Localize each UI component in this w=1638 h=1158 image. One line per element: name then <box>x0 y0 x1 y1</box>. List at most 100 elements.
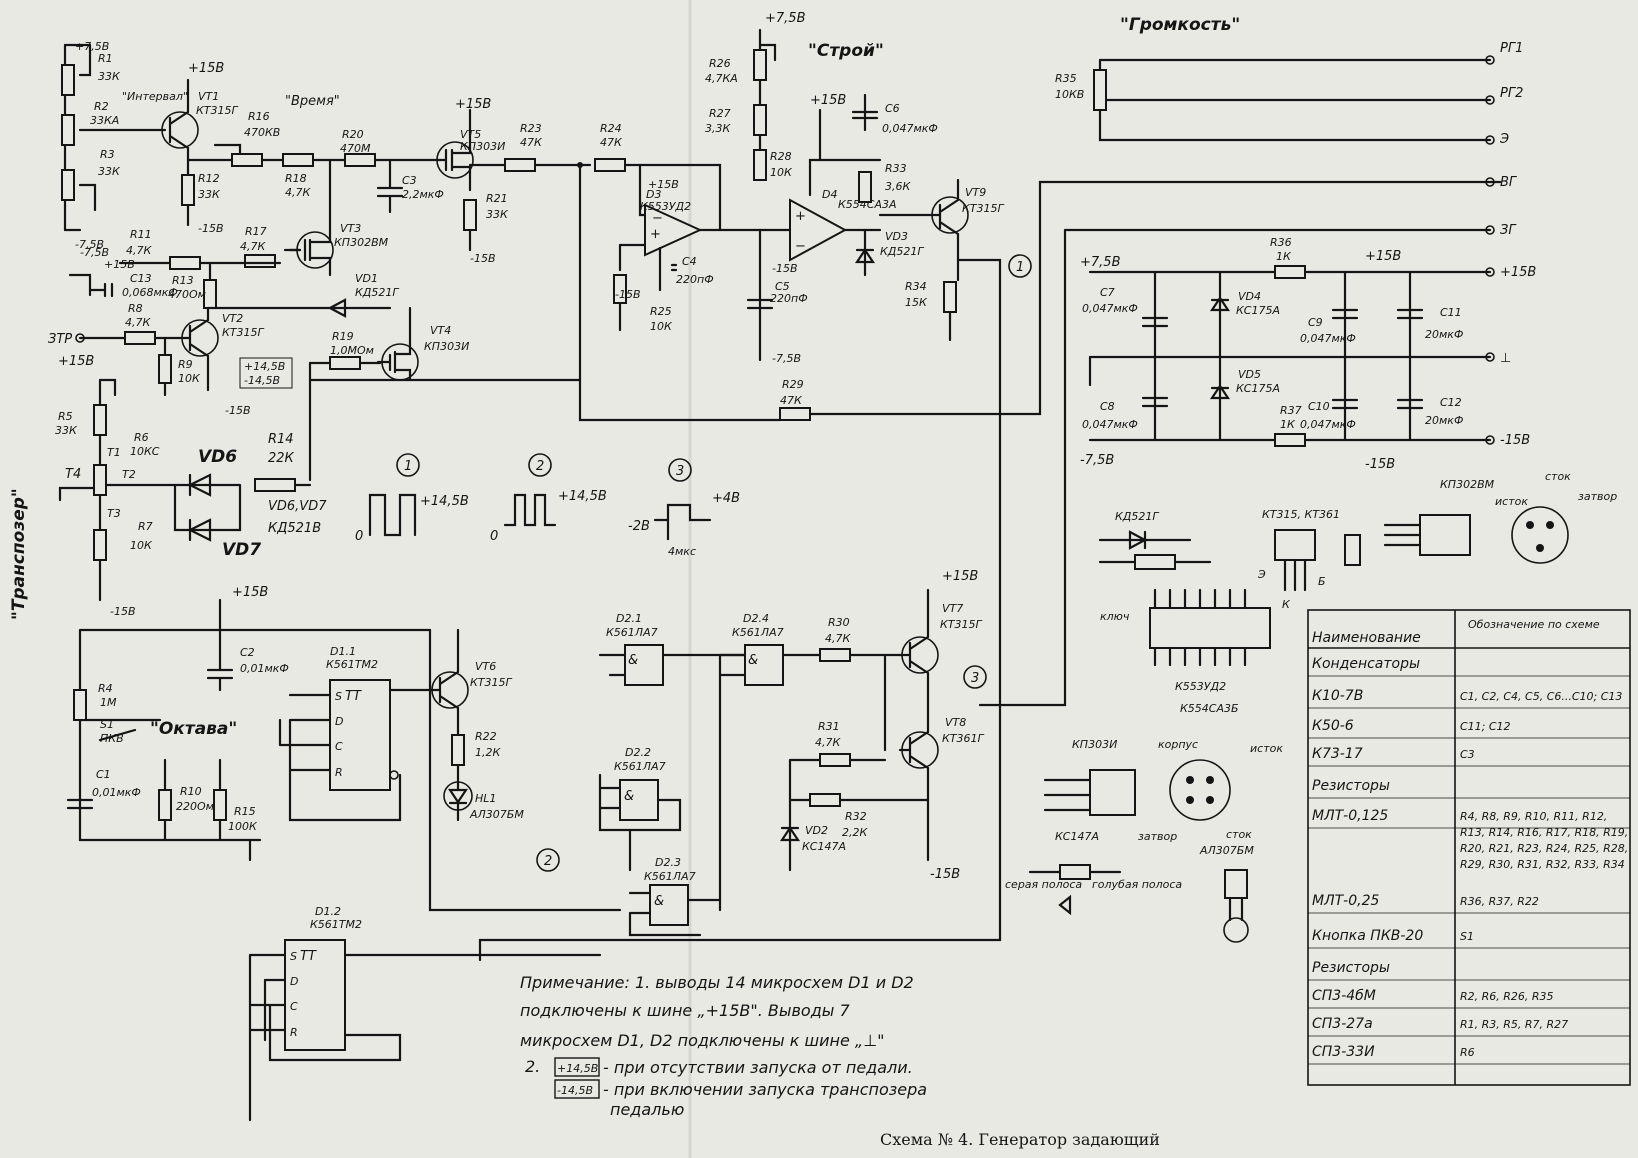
vd4-type: КС175А <box>1236 304 1280 317</box>
table-row-refs: R4, R8, R9, R10, R11, R12,R13, R14, R16,… <box>1460 810 1628 871</box>
note-line6: педалью <box>610 1100 684 1119</box>
r13-val: 470Ом <box>168 288 206 301</box>
vt2-stage: R11 4,7К -7,5В R13 470Ом +15В C13 0,068м… <box>48 228 293 417</box>
r25-val: 10К <box>650 320 673 333</box>
r18-val: 4,7К <box>285 186 311 199</box>
hl1-ref: HL1 <box>475 792 496 805</box>
d24-and: & <box>748 653 758 668</box>
r8-val: 4,7К <box>125 316 151 329</box>
out-zg: ЗГ <box>1500 223 1517 238</box>
d11-d: D <box>335 715 343 728</box>
vt6-ref: VT6 <box>475 660 496 673</box>
r2-val: 33КА <box>90 114 119 127</box>
c11-val: 20мкФ <box>1425 328 1463 341</box>
pkg-kp302: КП302ВМ <box>1440 478 1495 491</box>
d24-type: К561ЛА7 <box>732 626 784 639</box>
c1-val: 0,01мкФ <box>92 786 141 799</box>
c1-ref: C1 <box>96 768 111 781</box>
vt4-ref: VT4 <box>430 324 451 337</box>
vd5-type: КС175А <box>1236 382 1280 395</box>
vt8-type: КТ361Г <box>942 732 985 745</box>
d21-ref: D2.1 <box>616 612 642 625</box>
r25-ref: R25 <box>650 305 672 318</box>
table-row-name: СП3-27а <box>1312 1016 1373 1032</box>
pkg-al307: АЛ307БМ <box>1199 844 1254 857</box>
r23-val: 47К <box>520 136 543 149</box>
transposer-block: +15В R5 33К R6 10КС R7 10К T1 T2 T3 Т4 -… <box>9 354 327 620</box>
d11-type: К561ТМ2 <box>326 658 378 671</box>
d12-d: D <box>290 975 298 988</box>
vd6-label: VD6 <box>198 447 237 467</box>
table-row-name: К10-7В <box>1312 688 1363 704</box>
r11-val: 4,7К <box>126 244 152 257</box>
p15-trans: +15В <box>58 354 94 369</box>
table-row-refs: C1, C2, C4, C5, C6...C10; C13 <box>1460 690 1622 703</box>
table-row-refs: S1 <box>1460 930 1474 943</box>
r22-ref: R22 <box>475 730 497 743</box>
ps-p75: +7,5В <box>1080 255 1121 270</box>
r36-val: 1К <box>1276 250 1292 263</box>
table-row-name: МЛТ-0,125 <box>1312 808 1388 824</box>
d3-type: К553УД2 <box>640 200 691 213</box>
table-row-name: СП3-4бМ <box>1312 988 1376 1004</box>
c7-ref: C7 <box>1100 286 1115 299</box>
r22-val: 1,2К <box>475 746 501 759</box>
d4-ref: D4 <box>822 188 837 201</box>
note-block: Примечание: 1. выводы 14 микросхем D1 и … <box>520 973 927 1119</box>
r21-ref: R21 <box>486 192 508 205</box>
vd67-type: КД521В <box>268 521 321 536</box>
out-rg1: РГ1 <box>1500 41 1523 56</box>
r7-ref: R7 <box>138 520 153 533</box>
r33-ref: R33 <box>885 162 907 175</box>
p75-top: +7,5В <box>75 40 109 53</box>
vt5-rail: +15В <box>455 97 491 112</box>
vt1-stage: +15В VT1 КТ315Г -15В R16 470КВ "Время" R… <box>161 61 340 235</box>
c9-ref: C9 <box>1308 316 1323 329</box>
c13-rail: +15В <box>104 258 135 271</box>
ps-m75: -7,5В <box>1080 453 1114 468</box>
r5-ref: R5 <box>58 410 73 423</box>
c6-ref: C6 <box>885 102 900 115</box>
c5-val: 220пФ <box>770 292 808 305</box>
c10-val: 0,047мкФ <box>1300 418 1356 431</box>
wf1-zero: 0 <box>355 529 363 544</box>
out-gnd: ⊥ <box>1500 351 1511 366</box>
r9-val: 10К <box>178 372 201 385</box>
pkg-kc147: КС147А <box>1055 830 1099 843</box>
pkg-kp303-body: корпус <box>1158 738 1198 751</box>
table-row-name: К73-17 <box>1312 746 1363 762</box>
interval-block: R1 33К R2 33КА "Интервал" R3 33К +7,5В -… <box>61 40 188 251</box>
d11-ref: D1.1 <box>330 645 356 658</box>
note-line3: микросхем D1, D2 подключены к шине „⊥" <box>520 1031 885 1050</box>
vd1-type: КД521Г <box>355 286 399 299</box>
r18-ref: R18 <box>285 172 307 185</box>
d4-rail: +15В <box>810 93 846 108</box>
note-line1: Примечание: 1. выводы 14 микросхем D1 и … <box>520 973 914 992</box>
m75-tune: -7,5В <box>772 352 801 365</box>
d4-m15: -15В <box>772 262 798 275</box>
table-header-name: Наименование <box>1312 630 1421 646</box>
d4-minus: − <box>795 239 806 254</box>
r17-val: 4,7К <box>240 240 266 253</box>
out-e: Э <box>1499 132 1509 147</box>
r19-ref: R19 <box>332 330 354 343</box>
wf2-num: 2 <box>536 459 544 474</box>
r2-ref: R2 <box>94 100 109 113</box>
d12-type: К561ТМ2 <box>310 918 362 931</box>
vd2-ref: VD2 <box>805 824 828 837</box>
pkg-b: Б <box>1318 575 1326 588</box>
r12-ref: R12 <box>198 172 220 185</box>
wf3-width: 4мкс <box>668 545 696 558</box>
table-row-name: СП3-33И <box>1312 1044 1375 1060</box>
c2-val: 0,01мкФ <box>240 662 289 675</box>
vt9-type: КТ315Г <box>962 202 1005 215</box>
c12-ref: C12 <box>1440 396 1462 409</box>
vt3-ref: VT3 <box>340 222 361 235</box>
pkg-e: Э <box>1257 568 1266 581</box>
t1-label: T1 <box>107 446 121 459</box>
d11-s: S <box>335 690 342 703</box>
d3-plus: + <box>650 227 661 242</box>
opamp-block: + − D3 К553УД2 +15В R25 10К -15В C4 220п… <box>478 11 1502 962</box>
table-header-refs: Обозначение по схеме <box>1468 618 1600 631</box>
r33-val: 3,6К <box>885 180 911 193</box>
